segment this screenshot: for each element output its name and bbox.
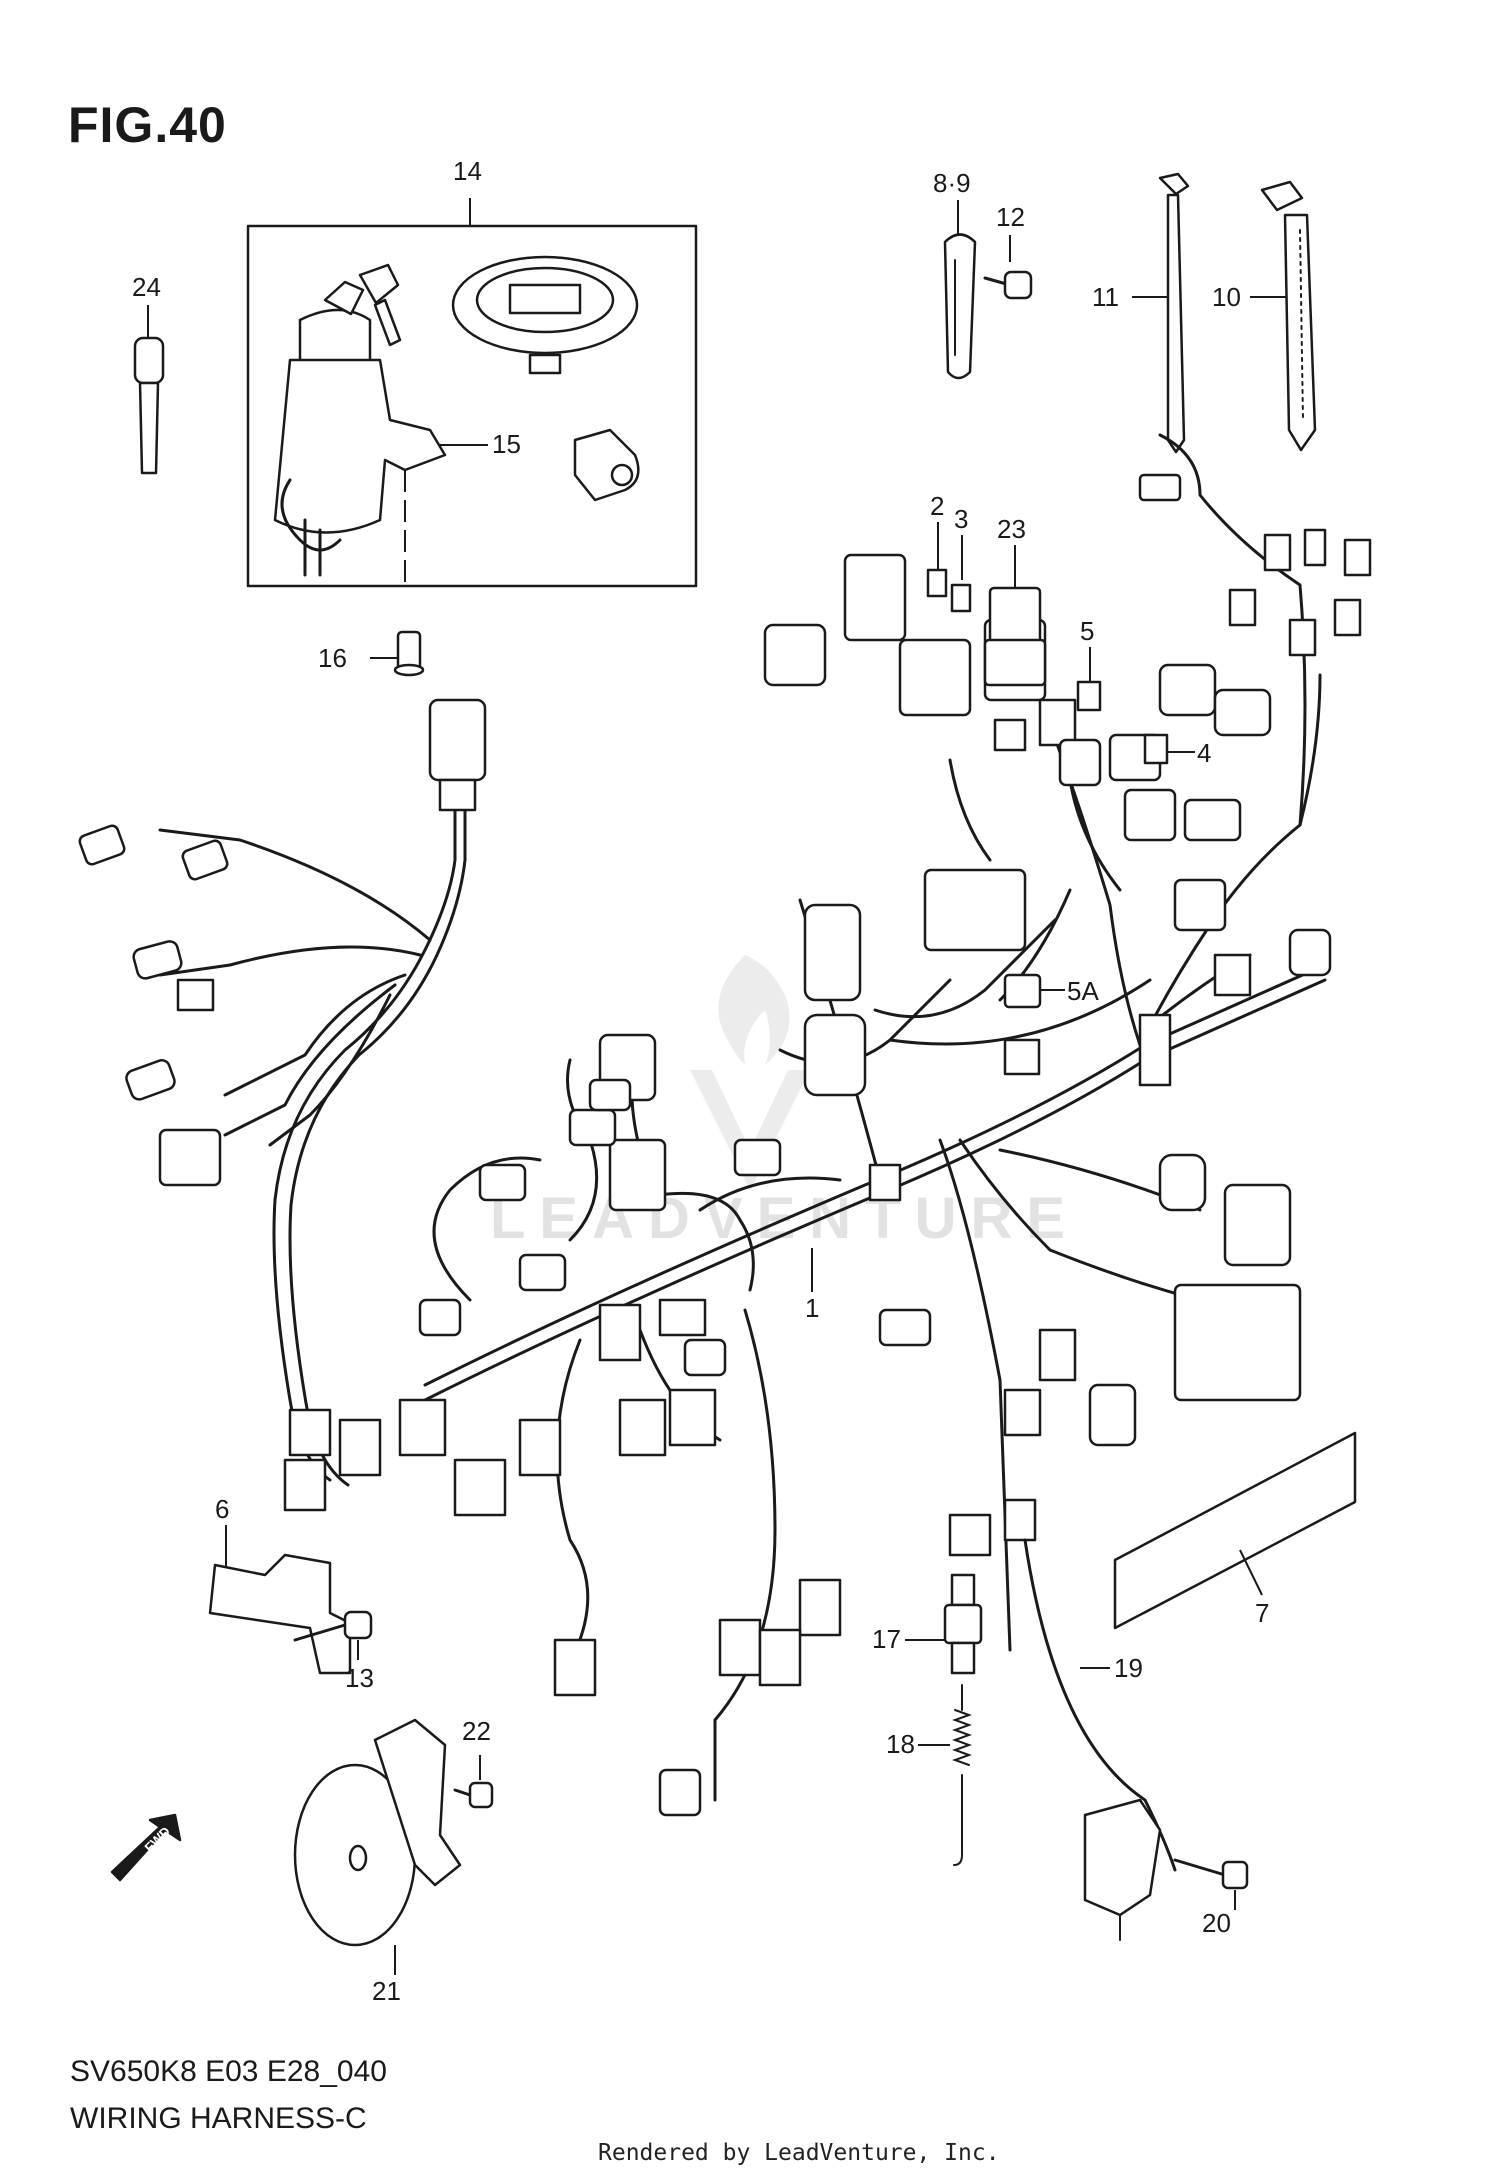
cable-tie-11[interactable] xyxy=(1132,172,1190,454)
bolt-16[interactable] xyxy=(370,630,425,677)
bolt-13[interactable] xyxy=(293,1610,373,1660)
callout-17[interactable]: 17 xyxy=(872,1624,901,1654)
figure-title: FIG.40 xyxy=(68,97,227,153)
callout-11[interactable]: 11 xyxy=(1092,282,1119,312)
cable-tie-10[interactable] xyxy=(1250,180,1317,452)
callout-24[interactable]: 24 xyxy=(132,272,161,302)
key-blank[interactable] xyxy=(133,305,165,475)
bolt-22[interactable] xyxy=(453,1755,494,1809)
callout-6[interactable]: 6 xyxy=(215,1494,229,1524)
callout-19[interactable]: 19 xyxy=(1114,1653,1143,1683)
callout-16[interactable]: 16 xyxy=(318,643,347,673)
callout-12[interactable]: 12 xyxy=(996,202,1025,232)
callout-2[interactable]: 2 xyxy=(930,491,944,521)
render-credit: Rendered by LeadVenture, Inc. xyxy=(598,2140,1000,2166)
screw-12[interactable] xyxy=(983,235,1033,300)
label-sheet-7[interactable] xyxy=(1113,1431,1357,1630)
side-stand-switch-20[interactable] xyxy=(1083,1798,1249,1941)
callout-22[interactable]: 22 xyxy=(462,1716,491,1746)
callout-20[interactable]: 20 xyxy=(1202,1908,1231,1938)
callout-7[interactable]: 7 xyxy=(1255,1598,1269,1628)
fuse-5[interactable] xyxy=(1076,647,1102,712)
ignition-switch-set[interactable] xyxy=(246,198,698,588)
section-name: WIRING HARNESS-C xyxy=(70,2102,367,2135)
callout-18[interactable]: 18 xyxy=(886,1729,915,1759)
callout-3[interactable]: 3 xyxy=(954,504,968,534)
bracket-6[interactable] xyxy=(208,1525,352,1675)
wire-harness-19[interactable] xyxy=(1023,1538,1177,1872)
harness-connectors xyxy=(78,473,1372,1817)
clamp-8-9[interactable] xyxy=(943,200,977,380)
callout-1[interactable]: 1 xyxy=(805,1293,819,1323)
fuse-3[interactable] xyxy=(950,535,972,613)
callout-21[interactable]: 21 xyxy=(372,1976,401,2006)
relay-23[interactable] xyxy=(983,545,1047,687)
horn-21[interactable] xyxy=(293,1718,462,1975)
callout-13[interactable]: 13 xyxy=(345,1663,374,1693)
main-wiring-harness[interactable] xyxy=(158,433,1327,1802)
callout-23[interactable]: 23 xyxy=(997,514,1026,544)
fuse-4[interactable] xyxy=(1143,733,1195,765)
callout-5[interactable]: 5 xyxy=(1080,616,1094,646)
fwd-arrow-icon: FWD xyxy=(110,1813,182,1882)
callout-8-9[interactable]: 8·9 xyxy=(933,168,971,198)
callout-5a[interactable]: 5A xyxy=(1067,976,1099,1006)
spring-18[interactable] xyxy=(918,1684,972,1866)
callout-10[interactable]: 10 xyxy=(1212,282,1241,312)
callout-4[interactable]: 4 xyxy=(1197,738,1211,768)
callout-15[interactable]: 15 xyxy=(492,429,521,459)
ground-terminal-5a[interactable] xyxy=(1003,973,1065,1009)
stop-switch-17[interactable] xyxy=(905,1573,983,1675)
watermark-logo-icon xyxy=(690,955,810,1190)
callout-14[interactable]: 14 xyxy=(453,156,482,186)
model-code: SV650K8 E03 E28_040 xyxy=(70,2055,387,2088)
fuse-2[interactable] xyxy=(926,522,948,598)
